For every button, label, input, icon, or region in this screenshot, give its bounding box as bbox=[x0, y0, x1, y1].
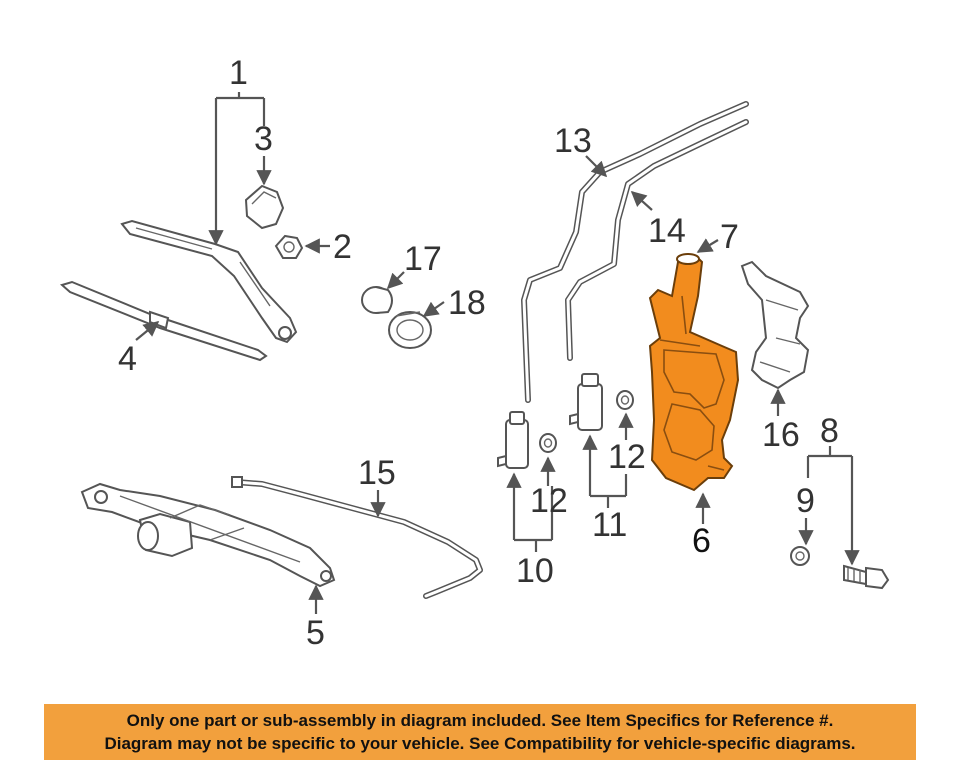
callout-labels: 1 3 2 4 17 18 15 5 12 10 12 11 13 14 7 6… bbox=[118, 54, 839, 652]
wiper-linkage-motor-part[interactable] bbox=[80, 482, 336, 588]
callout-8: 8 bbox=[820, 412, 839, 450]
callout-12-lower: 12 bbox=[530, 482, 568, 520]
washer-pump-part[interactable] bbox=[497, 411, 529, 469]
notice-line-2: Diagram may not be specific to your vehi… bbox=[104, 734, 856, 753]
callout-9: 9 bbox=[796, 482, 815, 520]
mounting-bolt-part[interactable] bbox=[843, 564, 890, 590]
notice-banner: Only one part or sub-assembly in diagram… bbox=[44, 704, 916, 760]
callout-3: 3 bbox=[254, 120, 273, 158]
callout-16: 16 bbox=[762, 416, 800, 454]
pump-seal-part[interactable] bbox=[539, 433, 557, 453]
parts-diagram: 1 3 2 4 17 18 15 5 12 10 12 11 13 14 7 6… bbox=[59, 54, 890, 652]
reservoir-bracket-part[interactable] bbox=[740, 260, 810, 390]
callout-7: 7 bbox=[720, 218, 739, 256]
callout-15: 15 bbox=[358, 454, 396, 492]
washer-hose-part[interactable] bbox=[231, 476, 483, 599]
callout-14: 14 bbox=[648, 212, 686, 250]
callout-18: 18 bbox=[448, 284, 486, 322]
washer-hose-14-part[interactable] bbox=[565, 119, 749, 361]
callout-6: 6 bbox=[692, 522, 711, 560]
callout-17: 17 bbox=[404, 240, 442, 278]
bracket-grommet-part[interactable] bbox=[790, 546, 810, 566]
callout-11: 11 bbox=[592, 506, 627, 544]
grommet-part[interactable] bbox=[361, 286, 393, 314]
washer-reservoir-part[interactable] bbox=[648, 253, 740, 492]
callout-1: 1 bbox=[229, 54, 248, 92]
callout-13: 13 bbox=[554, 122, 592, 160]
leader-lines bbox=[135, 92, 852, 614]
grommet-large-part[interactable] bbox=[388, 311, 432, 349]
callout-5: 5 bbox=[306, 614, 325, 652]
pump-seal-upper-part[interactable] bbox=[616, 390, 634, 410]
arm-nut-part[interactable] bbox=[274, 234, 304, 259]
wiper-blade-part[interactable] bbox=[59, 280, 268, 362]
callout-2: 2 bbox=[333, 228, 352, 266]
washer-hose-13-part[interactable] bbox=[521, 101, 749, 403]
callout-4: 4 bbox=[118, 340, 137, 378]
callout-12-upper: 12 bbox=[608, 438, 646, 476]
wiper-arm-cap-part[interactable] bbox=[244, 184, 285, 230]
notice-line-1: Only one part or sub-assembly in diagram… bbox=[126, 711, 834, 730]
washer-pump-upper-part[interactable] bbox=[569, 373, 603, 431]
callout-10: 10 bbox=[516, 552, 554, 590]
